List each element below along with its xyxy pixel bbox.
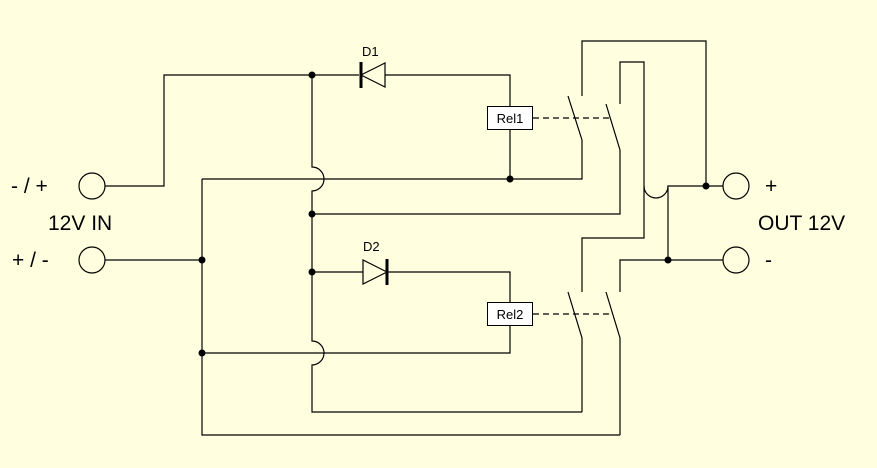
diode-d2-label: D2 [363, 239, 380, 254]
output-terminal-top [722, 172, 750, 200]
input-terminal-bottom [78, 246, 106, 274]
input-label: 12V IN [48, 212, 113, 235]
diode-d1 [359, 62, 386, 88]
wire-center-bus [311, 75, 582, 413]
wire-y214 [312, 150, 621, 215]
output-bottom-polarity: - [765, 249, 772, 272]
wire-d1-to-rel1 [385, 74, 511, 106]
wire-left-bus [105, 179, 620, 436]
wire-y179 [202, 140, 583, 180]
output-top-polarity: + [765, 175, 778, 198]
relay-rel2: Rel2 [487, 302, 533, 326]
wire-rel2-coil [202, 326, 511, 354]
switch-rel1-b [605, 61, 706, 199]
output-label: OUT 12V [758, 212, 846, 235]
junction-dots [198, 71, 710, 357]
input-top-polarity: - / + [11, 175, 48, 198]
wire-d2-to-rel2 [387, 271, 511, 302]
relay-rel2-label: Rel2 [496, 306, 524, 322]
switch-rel1-a [567, 40, 707, 186]
diode-d2 [362, 259, 389, 285]
output-terminal-bottom [722, 246, 750, 274]
input-bottom-polarity: + / - [12, 249, 49, 272]
switch-rel2-a [567, 186, 645, 412]
wire-input-top [105, 74, 359, 187]
relay-rel1: Rel1 [487, 106, 533, 130]
diode-d1-label: D1 [362, 44, 379, 59]
relay-rel1-label: Rel1 [496, 110, 524, 126]
switch-rel2-b [605, 259, 668, 435]
input-terminal-top [78, 172, 106, 200]
wire-out-bottom [667, 186, 723, 261]
